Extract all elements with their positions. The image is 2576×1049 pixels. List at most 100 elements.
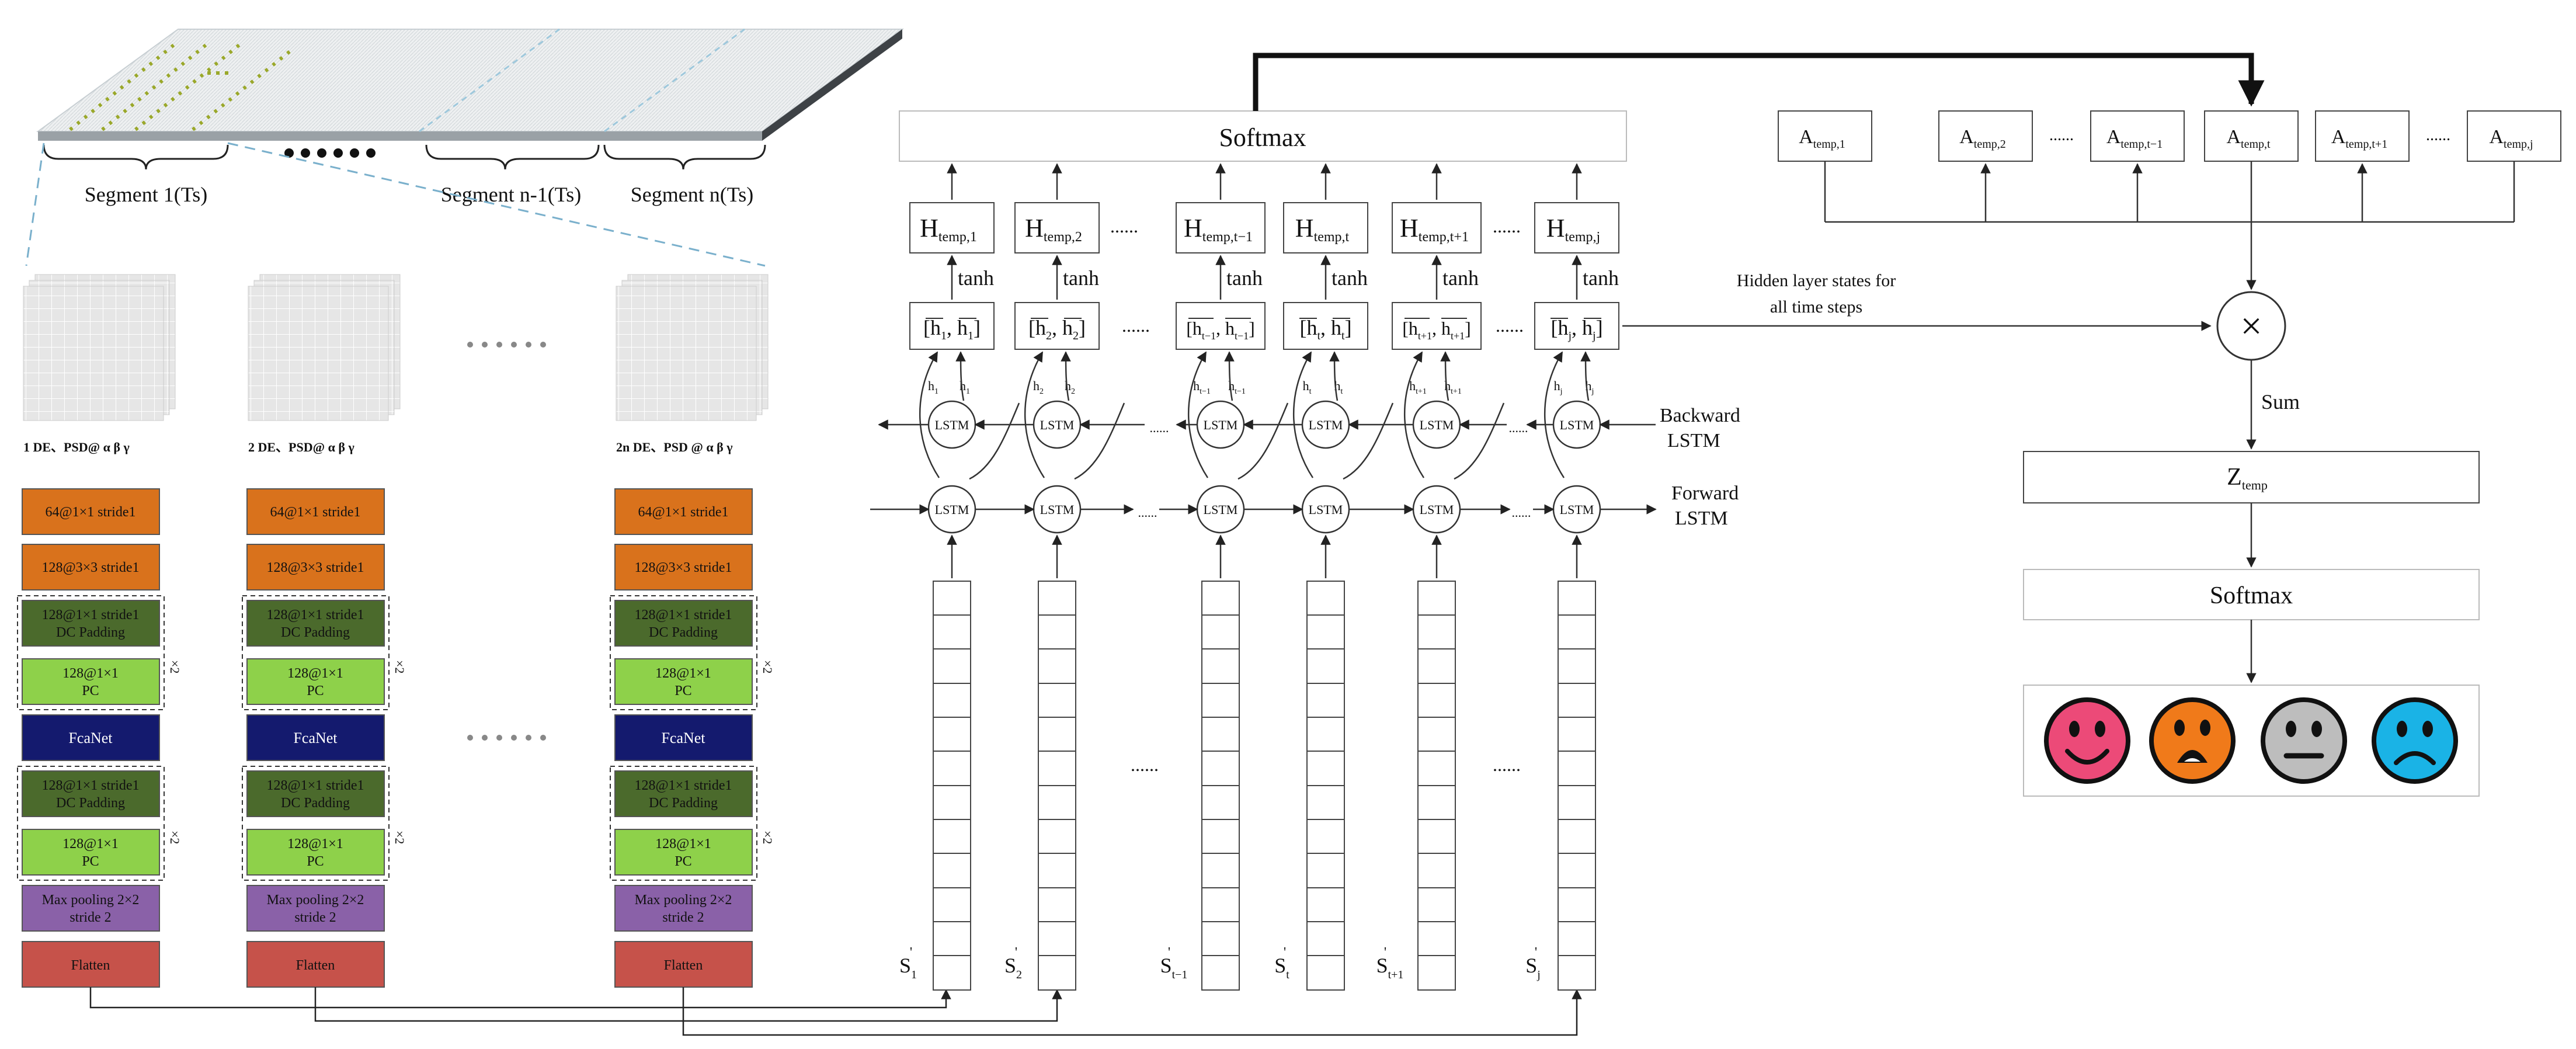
dc-label-1a: 128@1×1 stride1 xyxy=(42,607,140,623)
zoom-guides xyxy=(25,142,766,267)
fcanet-label: FcaNet xyxy=(661,730,705,746)
attention-section: Atemp,1 Atemp,2 Atemp,t−1 Atemp,t Atemp, xyxy=(1253,53,2561,797)
sequence-label: St xyxy=(1274,954,1289,981)
h-concat-box xyxy=(1176,302,1266,350)
tanh-label: tanh xyxy=(1332,266,1368,290)
signal-dots xyxy=(69,42,293,131)
attention-weights-row: Atemp,1 Atemp,2 Atemp,t−1 Atemp,t Atemp, xyxy=(1778,110,2561,290)
flatten-block xyxy=(614,941,753,988)
H-box xyxy=(1283,202,1368,253)
dc-label-1a: 128@1×1 stride1 xyxy=(267,607,364,623)
h-forward-small: ht xyxy=(1303,378,1312,396)
bilstm-column-1: Htemp,1 tanh [h1, h1] h1 h1 LSTM LSTM xyxy=(899,163,1020,991)
conv2-block xyxy=(614,544,753,591)
maxpool-label-a: Max pooling 2×2 xyxy=(635,892,732,908)
signal-dot-cluster xyxy=(207,71,228,75)
backward-lstm-label: LSTM xyxy=(935,418,969,432)
emotion-faces xyxy=(2044,697,2458,784)
forward-lstm-title-2: LSTM xyxy=(1675,508,1728,529)
backward-lstm-label: LSTM xyxy=(1040,418,1075,432)
H-box xyxy=(1176,202,1266,253)
maxpool-label-a: Max pooling 2×2 xyxy=(267,892,364,908)
maxpool-block xyxy=(246,885,385,932)
H-box xyxy=(1014,202,1100,253)
pc-block-2 xyxy=(22,829,160,876)
tanh-label: tanh xyxy=(1063,266,1099,290)
segment-ellipsis-dots xyxy=(284,148,376,158)
bilstm-column-t+1: Htemp,t+1 tanh [ht+1, ht+1] ht+1 ht+1 LS… xyxy=(1376,163,1505,991)
conv2-block xyxy=(22,544,160,591)
backward-to-concat xyxy=(1580,351,1591,401)
sequence-label: St+1 xyxy=(1376,954,1404,981)
hidden-states-note-2: all time steps xyxy=(1770,297,1862,317)
h-concat-box xyxy=(1014,302,1100,350)
tanh-label: tanh xyxy=(1583,266,1619,290)
h-forward-small: ht−1 xyxy=(1193,378,1211,396)
H-box xyxy=(1534,202,1619,253)
pc-block-1 xyxy=(614,658,753,705)
forward-to-concat xyxy=(1544,351,1565,478)
svg-text:Atemp,1: Atemp,1 xyxy=(1799,126,1845,151)
H-label: Htemp,2 xyxy=(1025,214,1082,245)
fcanet-block xyxy=(246,714,385,761)
happy-face-icon xyxy=(2044,697,2130,784)
sequence-label: S1 xyxy=(899,954,917,981)
forward-to-concat xyxy=(1293,351,1314,478)
repeat-label-2: ×2 xyxy=(392,831,407,844)
dc-block-1 xyxy=(246,600,385,647)
conv2-label: 128@3×3 stride1 xyxy=(42,560,140,575)
backward-row-ellipsis-2: ...... xyxy=(1509,421,1528,435)
bilstm-columns: Htemp,1 tanh [h1, h1] h1 h1 LSTM LSTM xyxy=(899,163,1619,991)
flatten-block xyxy=(22,941,160,988)
H-label: Htemp,j xyxy=(1546,214,1600,245)
forward-state-to-next xyxy=(1343,402,1394,480)
h-forward-small: hj xyxy=(1554,378,1563,396)
concat-row-ellipsis-1: ...... xyxy=(1122,315,1150,336)
conv1-block xyxy=(246,488,385,535)
sequence-prime: ' xyxy=(1284,945,1286,960)
forward-row-ellipsis-2: ...... xyxy=(1512,505,1531,520)
softmax-top-box xyxy=(899,110,1627,162)
sequence-label: Sj xyxy=(1525,954,1541,981)
backward-to-concat xyxy=(1061,351,1071,401)
backward-lstm-label: LSTM xyxy=(1309,418,1343,432)
sequence-prime: ' xyxy=(1384,945,1386,960)
conv1-block xyxy=(614,488,753,535)
fcanet-block xyxy=(22,714,160,761)
forward-lstm-label: LSTM xyxy=(1204,502,1238,517)
maxpool-block xyxy=(614,885,753,932)
segment-braces xyxy=(43,144,766,170)
sequence-vector-cells xyxy=(1202,614,1239,956)
h-backward-small: h2 xyxy=(1065,378,1075,396)
conv1-label: 64@1×1 stride1 xyxy=(638,505,729,520)
pc-label-2b: PC xyxy=(82,854,99,869)
sequence-vector-cells xyxy=(1038,614,1076,956)
forward-to-concat xyxy=(1024,351,1045,478)
flatten-label: Flatten xyxy=(71,958,110,973)
forward-lstm-label: LSTM xyxy=(1040,502,1075,517)
softmax-top-label: Softmax xyxy=(1219,123,1306,152)
backward-lstm-label: LSTM xyxy=(1560,418,1594,432)
backward-to-concat xyxy=(1440,351,1451,401)
repeat-label-1: ×2 xyxy=(760,660,775,673)
repeat-label-1: ×2 xyxy=(392,660,407,673)
forward-row-ellipsis-1: ...... xyxy=(1138,505,1157,520)
pc-label-2b: PC xyxy=(675,854,691,869)
dc-label-1a: 128@1×1 stride1 xyxy=(635,607,732,623)
dc-label-1b: DC Padding xyxy=(649,625,718,640)
dc-block-1 xyxy=(22,600,160,647)
attention-weight-2: Atemp,2 xyxy=(1938,110,2033,222)
h-concat-label: [ht, ht] xyxy=(1299,316,1351,342)
h-row-ellipsis-2: ...... xyxy=(1493,216,1521,237)
surprised-face-icon xyxy=(2149,697,2236,784)
dc-label-2b: DC Padding xyxy=(56,796,125,811)
sequence-prime: ' xyxy=(1015,945,1017,960)
h-forward-small: h1 xyxy=(928,378,938,396)
h-backward-small: ht−1 xyxy=(1228,378,1246,396)
sequence-vector-cells xyxy=(1418,614,1455,956)
sequence-vector-cells xyxy=(1558,614,1595,956)
input-feature-label: 1 DE、PSD@ α β γ xyxy=(23,440,130,454)
attention-weight-t-1: Atemp,t−1 xyxy=(2090,110,2185,222)
dc-block-1 xyxy=(614,600,753,647)
forward-state-to-next xyxy=(1074,402,1125,480)
